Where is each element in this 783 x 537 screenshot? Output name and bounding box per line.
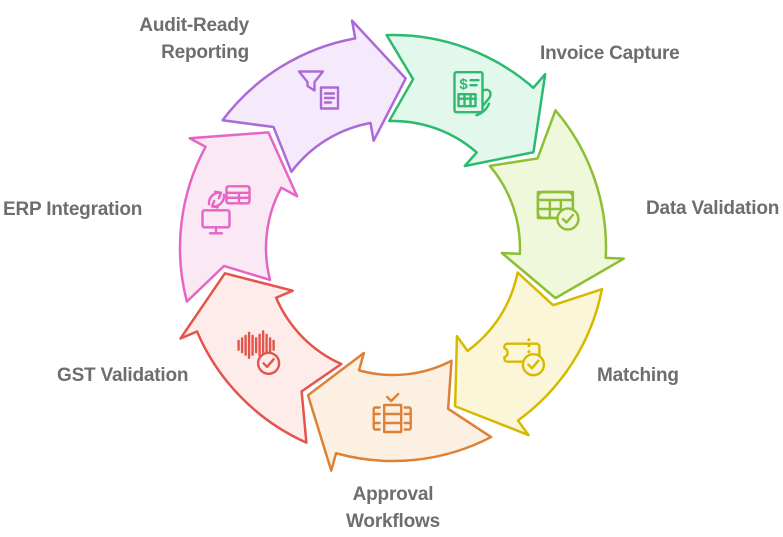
audit-ready-reporting-icon bbox=[297, 70, 340, 110]
label-invoice-capture: Invoice Capture bbox=[540, 43, 680, 64]
label-audit-ready-reporting: Audit-Ready Reporting bbox=[139, 15, 249, 63]
arrow-erp-integration bbox=[178, 131, 299, 303]
arrow-invoice-capture bbox=[385, 33, 547, 168]
arrow-data-validation bbox=[488, 109, 625, 300]
label-data-validation: Data Validation bbox=[646, 198, 780, 219]
matching-icon bbox=[503, 338, 546, 377]
label-erp-integration: ERP Integration bbox=[3, 199, 143, 220]
arrow-matching bbox=[453, 271, 604, 437]
approval-workflows-icon bbox=[372, 392, 412, 434]
gst-validation-icon bbox=[237, 330, 281, 375]
svg-text:$: $ bbox=[459, 76, 468, 93]
arrow-approval-workflows bbox=[306, 351, 493, 472]
data-validation-icon bbox=[536, 190, 580, 231]
label-gst-validation: GST Validation bbox=[57, 365, 189, 386]
invoice-capture-icon: $ bbox=[453, 71, 492, 117]
arrow-audit-ready-reporting bbox=[221, 19, 407, 174]
erp-integration-icon bbox=[201, 185, 251, 235]
label-matching: Matching bbox=[597, 365, 679, 386]
label-approval-workflows: Approval Workflows bbox=[346, 484, 440, 532]
